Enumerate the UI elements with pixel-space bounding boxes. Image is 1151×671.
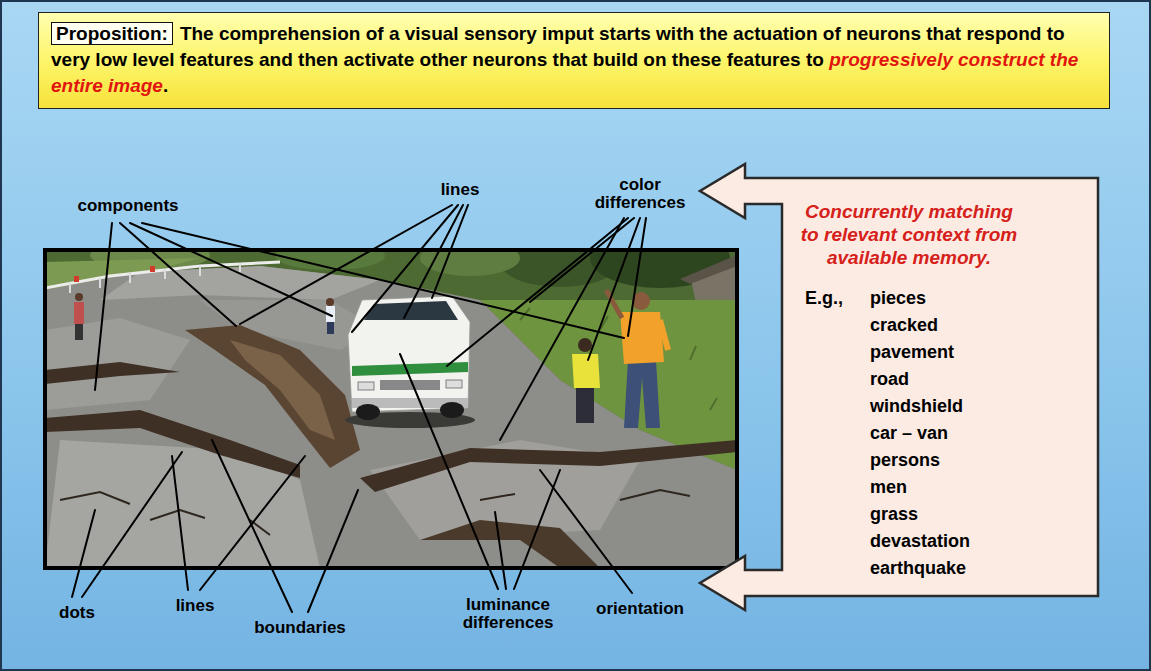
people-figures (576, 385, 594, 423)
van-figure (358, 382, 374, 390)
node-text: . (163, 75, 168, 96)
leader-lines (130, 223, 332, 316)
earthquake-photo (74, 276, 79, 282)
people-figures (326, 298, 334, 306)
people-figures (572, 354, 600, 388)
earthquake-photo (45, 318, 190, 410)
people-figures (75, 324, 83, 340)
people-figures (578, 338, 592, 352)
leader-lines (72, 205, 646, 612)
proposition-tag: Proposition: (51, 22, 173, 45)
van-figure (380, 380, 440, 390)
part-label: lines (441, 181, 480, 199)
example-list: E.g., piecescrackedpavementroadwindshield… (782, 285, 1098, 582)
earthquake-photo (360, 440, 737, 492)
people-figures (660, 320, 668, 350)
van-figure (440, 402, 464, 418)
earthquake-photo (60, 490, 690, 535)
leader-lines (432, 205, 468, 298)
node-text: devastation (870, 528, 1098, 555)
earthquake-photo (150, 266, 155, 272)
leader-lines (500, 218, 624, 440)
leader-lines (352, 205, 458, 332)
part-label: orientation (596, 600, 684, 618)
node-text: pieces (870, 285, 1098, 312)
node-text: Concurrently matching to relevant contex… (798, 200, 1020, 269)
callout-shape (700, 164, 1098, 610)
node-text: cracked (870, 312, 1098, 339)
memory-callout: Concurrently matching to relevant contex… (782, 178, 1098, 596)
node-text: Proposition: (56, 23, 168, 44)
leader-lines (120, 223, 236, 326)
leader-lines (172, 456, 188, 590)
node-text: E.g., (805, 285, 843, 312)
part-label: luminance differences (458, 596, 558, 632)
part-label: color differences (590, 176, 690, 212)
earthquake-photo (230, 340, 335, 440)
earthquake-photo (680, 255, 737, 284)
people-figures (620, 312, 664, 364)
node-text: windshield (870, 393, 1098, 420)
node-text: grass (870, 501, 1098, 528)
earthquake-photo (420, 250, 520, 276)
leader-lines (95, 223, 112, 390)
node-text: persons (870, 447, 1098, 474)
earthquake-photo (45, 362, 180, 384)
node-text: pavement (870, 339, 1098, 366)
part-label: components (77, 197, 178, 215)
leader-lines (240, 205, 452, 324)
leader-lines (447, 218, 628, 366)
leader-lines (404, 205, 463, 318)
node-text: road (870, 366, 1098, 393)
people-figures (624, 360, 660, 428)
people-figures (74, 302, 84, 324)
van-figure (446, 380, 462, 388)
proposition-band: Proposition:The comprehension of a visua… (38, 12, 1110, 109)
people-figures (327, 322, 334, 334)
leader-lines (212, 440, 292, 612)
leader-lines (588, 218, 640, 360)
leader-lines (82, 452, 182, 597)
leader-lines (530, 218, 634, 302)
leader-lines (200, 456, 305, 590)
leader-lines (308, 490, 358, 612)
part-label: boundaries (254, 619, 346, 637)
leader-lines (540, 470, 632, 593)
leader-lines (628, 218, 646, 336)
people-figures (75, 293, 83, 301)
node-text: car – van (870, 420, 1098, 447)
earthquake-photo (70, 263, 240, 293)
node-text: men (870, 474, 1098, 501)
earthquake-photo (420, 520, 600, 568)
node-text: earthquake (870, 555, 1098, 582)
leader-lines (400, 354, 498, 589)
leader-lines (495, 512, 506, 589)
part-label: dots (59, 604, 95, 622)
van-figure (356, 404, 380, 420)
earthquake-photo (45, 266, 737, 568)
part-label: lines (176, 597, 215, 615)
